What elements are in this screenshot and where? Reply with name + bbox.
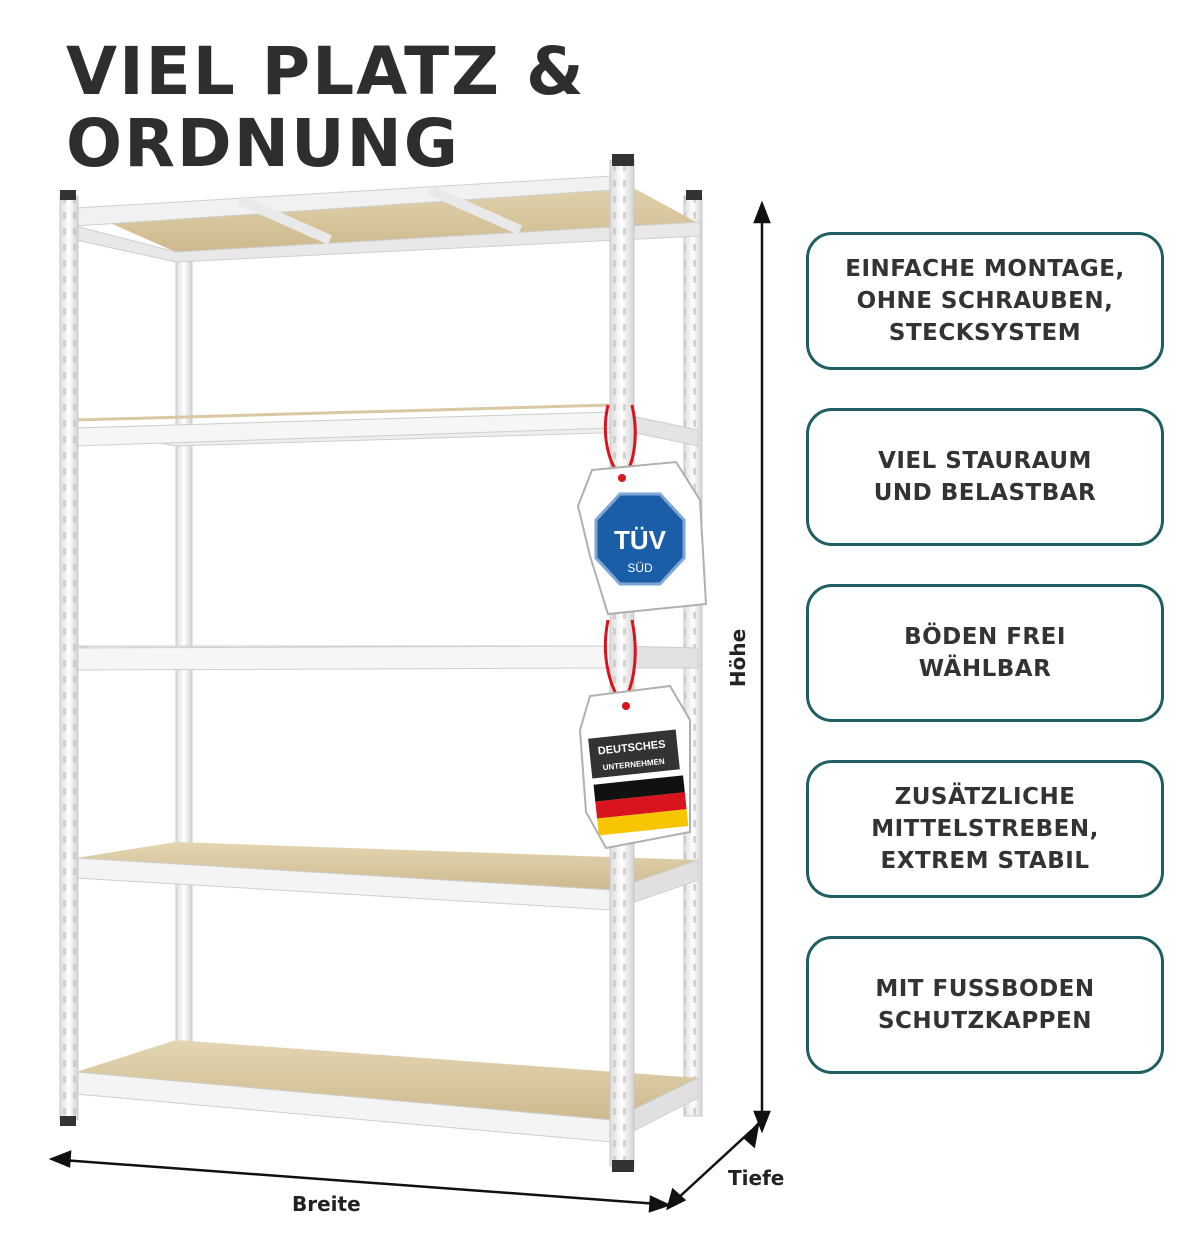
- feature-box-floor-caps: MIT FUSSBODEN SCHUTZKAPPEN: [806, 936, 1164, 1074]
- tuv-tag: TÜV SÜD: [576, 404, 708, 616]
- back-posts: [175, 190, 703, 1117]
- tuv-sub-text: SÜD: [627, 561, 653, 575]
- width-label: Breite: [292, 1192, 361, 1216]
- feature-box-assembly: EINFACHE MONTAGE, OHNE SCHRAUBEN, STECKS…: [806, 232, 1164, 370]
- feature-box-struts: ZUSÄTZLICHE MITTELSTREBEN, EXTREM STABIL: [806, 760, 1164, 898]
- headline-line-1: VIEL PLATZ &: [66, 33, 586, 110]
- feature-box-storage: VIEL STAURAUM UND BELASTBAR: [806, 408, 1164, 546]
- feature-box-shelves: BÖDEN FREI WÄHLBAR: [806, 584, 1164, 722]
- depth-arrow: [675, 1129, 753, 1201]
- shelf-levels: [75, 175, 701, 1143]
- feature-list: EINFACHE MONTAGE, OHNE SCHRAUBEN, STECKS…: [806, 232, 1164, 1112]
- dimension-arrows: [48, 200, 771, 1213]
- height-label: Höhe: [726, 628, 750, 688]
- front-posts: [59, 154, 635, 1172]
- width-arrow: [61, 1158, 659, 1206]
- german-company-tag: DEUTSCHES UNTERNEHMEN: [578, 619, 691, 850]
- depth-label: Tiefe: [728, 1166, 785, 1190]
- headline: VIEL PLATZ & ORDNUNG: [66, 36, 586, 180]
- headline-line-2: ORDNUNG: [66, 105, 460, 182]
- tuv-text: TÜV: [614, 525, 667, 555]
- german-flag-icon: [593, 775, 689, 836]
